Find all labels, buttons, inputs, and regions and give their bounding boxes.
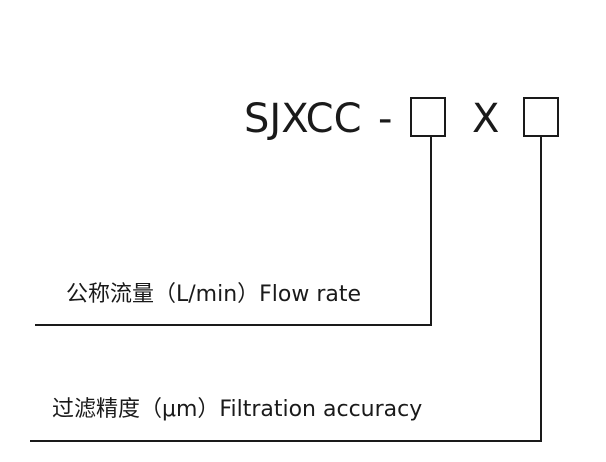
accuracy-label: 过滤精度（μm）Filtration accuracy — [52, 397, 422, 422]
model-code-separator: X — [472, 96, 499, 142]
flow-rate-leader-line — [35, 136, 432, 326]
model-code-dash: - — [378, 96, 392, 142]
flow-rate-label: 公称流量（L/min）Flow rate — [66, 282, 361, 307]
flow-rate-placeholder-box — [410, 97, 446, 137]
accuracy-leader-line — [30, 136, 542, 442]
model-code-prefix: SJXCC — [244, 96, 362, 142]
accuracy-placeholder-box — [523, 97, 559, 137]
